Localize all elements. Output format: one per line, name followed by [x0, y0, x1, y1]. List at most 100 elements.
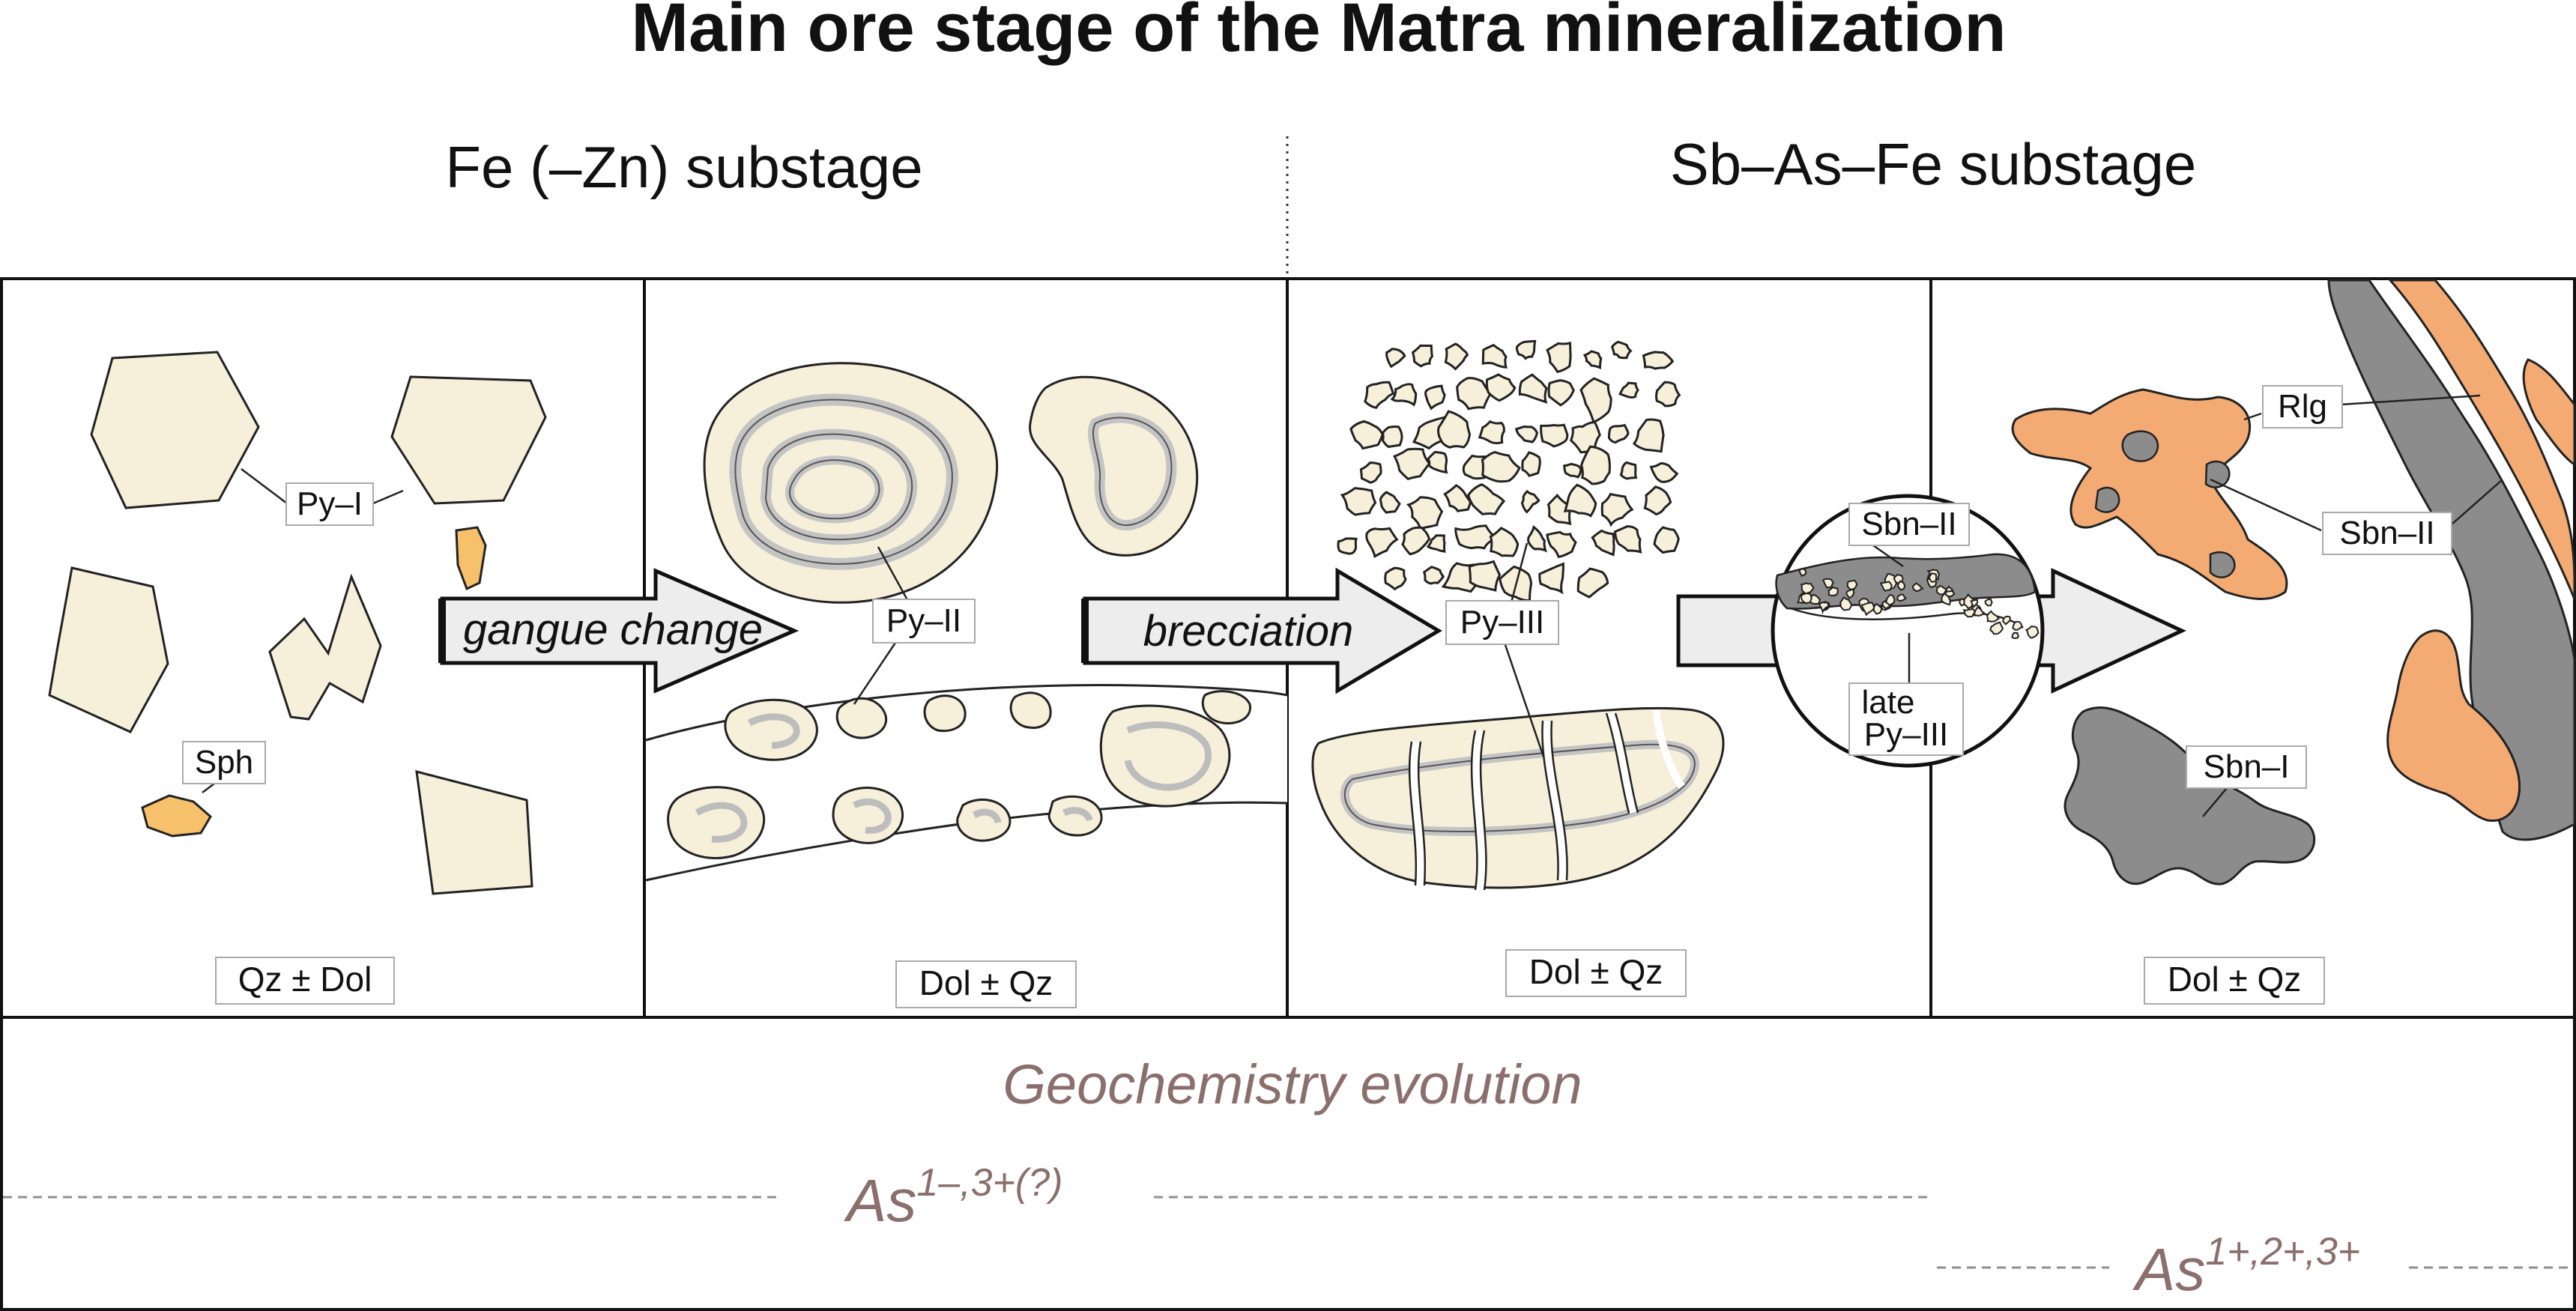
label-py-iii: Py–III	[1460, 604, 1545, 641]
late-pyrite-grain	[1911, 582, 1924, 593]
pyrite-fragment	[1642, 351, 1675, 370]
pyrite-fragment	[1538, 562, 1564, 595]
pyrite-fragment	[1468, 560, 1502, 592]
late-pyrite-grain	[1986, 610, 2000, 623]
stibnite-grain	[2209, 551, 2236, 578]
geochemistry-section: Geochemistry evolution As1–,3+(?) As1+,2…	[3, 1053, 2573, 1303]
stibnite-grain	[2121, 430, 2159, 462]
pyrite-fragment	[1364, 381, 1395, 409]
substage-heading-fe-zn: Fe (–Zn) substage	[445, 134, 922, 200]
pyrite-fragment	[1443, 484, 1472, 512]
late-pyrite-grain	[2025, 626, 2040, 639]
label-rlg: Rlg	[2278, 388, 2327, 425]
panel-4: Rlg Sbn–II Sbn–I Dol ± Qz	[2011, 279, 2576, 1005]
realgar-vein	[2522, 358, 2576, 467]
as-superscript-early: 1–,3+(?)	[916, 1161, 1062, 1205]
pyrite-fragment	[1436, 410, 1472, 449]
pyrite-fragment	[1619, 461, 1638, 480]
pyrite-fragment	[1454, 524, 1499, 550]
pyrite-fragment	[1401, 526, 1431, 556]
panel-3: Py–III Dol ± Qz	[1311, 339, 1725, 997]
label-late-py-iii: Py–III	[1864, 716, 1949, 753]
pyrite-crystal	[90, 351, 260, 509]
pyrite-fragment	[1379, 491, 1401, 514]
late-pyrite-grain	[1800, 592, 1812, 605]
pyrite-fragment	[1521, 451, 1541, 477]
pyrite-fragment	[1546, 530, 1577, 558]
pyrite-fragment	[1359, 461, 1382, 484]
pyrite-fragment	[1653, 526, 1680, 554]
pyrite-fragment	[1466, 483, 1506, 515]
pyrite-crystal	[832, 787, 904, 844]
late-pyrite-grain	[1969, 599, 1979, 608]
pyrite-fragment	[1426, 450, 1448, 474]
late-pyrite-grain	[1879, 581, 1893, 592]
pyrite-crystal	[48, 566, 169, 733]
pyrite-fragment	[1349, 420, 1384, 450]
pyrite-fragment	[1540, 423, 1569, 448]
late-pyrite-grain	[2002, 615, 2011, 626]
pyrite-fragment-cluster	[1337, 339, 1681, 602]
gangue-change-arrow: gangue change	[438, 568, 799, 694]
panel-1: Py–I Sph Qz ± Dol	[48, 351, 547, 1005]
pyrite-fragment	[1411, 344, 1434, 368]
pyrite-crystal	[956, 799, 1012, 842]
pyrite-fragment	[1406, 496, 1444, 530]
late-pyrite-grain	[1798, 567, 1807, 578]
pyrite-fragment	[1582, 350, 1603, 370]
late-pyrite-grain	[1896, 593, 1908, 602]
pyrite-fragment	[1426, 534, 1446, 553]
label-sph: Sph	[195, 744, 253, 781]
brecciation-label: brecciation	[1143, 607, 1353, 656]
pyrite-fragment	[1481, 343, 1508, 369]
pyrite-fragment	[1518, 373, 1548, 404]
late-py-iii-inset: Sbn–II late Py–III	[1771, 494, 2045, 768]
pyrite-crystal	[1201, 690, 1251, 725]
as-superscript-late: 1+,2+,3+	[2205, 1230, 2360, 1274]
pyrite-fragment	[1527, 525, 1547, 553]
pyrite-crystal	[1009, 691, 1052, 729]
leader-line	[1509, 542, 1529, 606]
gangue-label-panel-1: Qz ± Dol	[238, 960, 372, 999]
leader-line	[241, 468, 288, 504]
late-pyrite-grain	[1929, 572, 1938, 583]
leader-line	[2202, 787, 2228, 817]
sphalerite-grain	[455, 526, 487, 591]
pyrite-crystal	[923, 694, 967, 733]
late-pyrite-grain	[1973, 606, 1986, 617]
late-pyrite-grain	[1897, 580, 1906, 591]
late-pyrite-grain	[1827, 586, 1839, 597]
late-pyrite-grain	[1884, 594, 1896, 607]
late-pyrite-grain	[1872, 602, 1883, 615]
pyrite-crystal	[724, 698, 818, 761]
late-pyrite-grain	[2012, 620, 2023, 631]
as-species-late: As1+,2+,3+	[2132, 1230, 2360, 1303]
late-pyrite-grain	[1989, 621, 2004, 635]
panel-2: Py–II Dol ± Qz	[645, 362, 1288, 1008]
pyrite-fragment	[1576, 567, 1609, 599]
late-pyrite-grain	[1941, 592, 1951, 606]
pyrite-fragment	[1546, 341, 1572, 373]
substage-heading-sb-as-fe: Sb–As–Fe substage	[1670, 131, 2196, 197]
leader-line	[853, 642, 897, 705]
leader-line	[877, 546, 912, 606]
label-sbn-i: Sbn–I	[2204, 748, 2290, 785]
pyrite-crystal	[835, 697, 888, 739]
pyrite-fragment	[1514, 425, 1538, 443]
leader-line	[2243, 412, 2262, 421]
leader-line	[1503, 642, 1545, 757]
pyrite-fragment	[1649, 461, 1679, 483]
pyrite-crystal	[1047, 795, 1103, 837]
late-pyrite-grain	[1860, 602, 1875, 617]
stibnite-grain	[2094, 486, 2120, 513]
leader-line	[2210, 478, 2322, 532]
as-base-late: As	[2132, 1236, 2205, 1303]
realgar-grain	[2386, 629, 2521, 823]
pyrite-fragment	[1607, 423, 1630, 444]
pyrite-fragment	[1385, 348, 1406, 369]
late-pyrite-grain	[1800, 582, 1815, 595]
late-pyrite-grain	[1984, 598, 1993, 607]
label-py-i: Py–I	[297, 485, 363, 522]
leader-line	[2451, 479, 2503, 525]
